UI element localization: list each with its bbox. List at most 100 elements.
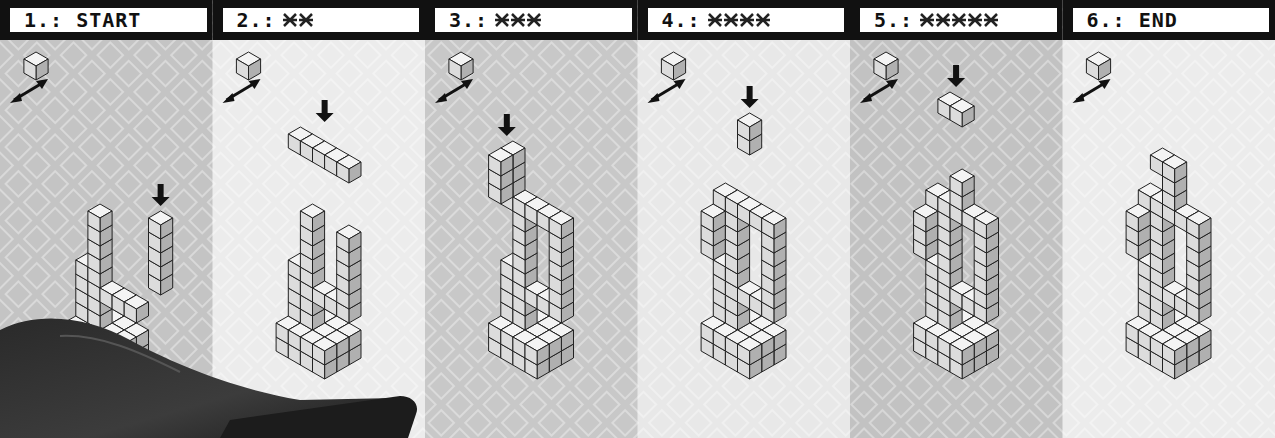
cube-face (762, 337, 774, 358)
icon-arrow (860, 93, 872, 103)
drop-arrow (747, 86, 753, 100)
cube-face (1199, 330, 1211, 351)
drop-arrow (152, 197, 170, 206)
cube-face (950, 176, 962, 197)
panel-pattern (425, 0, 639, 438)
cube-face (1086, 59, 1098, 80)
block-structure (914, 169, 999, 379)
header-band (213, 0, 427, 40)
cube-face (276, 323, 288, 344)
drop-arrow (498, 127, 516, 136)
cube-face (537, 344, 549, 365)
falling-piece (738, 113, 762, 155)
drop-arrow (504, 114, 510, 128)
cube-face (1150, 197, 1162, 218)
cube-face (525, 344, 537, 365)
cube-face (325, 344, 337, 365)
drop-arrow (322, 100, 328, 114)
step-symbol (968, 14, 982, 26)
cube-face (461, 59, 473, 80)
cube-face (24, 59, 36, 80)
step-header: 1.: START (8, 6, 209, 34)
cube-face (1175, 162, 1187, 183)
cube-face (701, 211, 713, 232)
rotate-icon (648, 52, 686, 103)
cube-face (1199, 218, 1211, 239)
step-symbols (282, 12, 314, 28)
cube-face (938, 337, 950, 358)
cube-face (100, 288, 112, 309)
cube-face (325, 295, 337, 316)
icon-arrow (1073, 93, 1085, 103)
cube-face (750, 120, 762, 141)
cube-face (513, 337, 525, 358)
step-symbol (936, 14, 950, 26)
step-header: 5.: (858, 6, 1059, 34)
cube-face (713, 190, 725, 211)
icon-arrow (435, 93, 447, 103)
step-symbol (920, 14, 934, 26)
step-label: 6.: END (1087, 8, 1178, 32)
cube-face (962, 176, 974, 197)
step-label: 1.: START (24, 8, 141, 32)
cube-face (501, 330, 513, 351)
panel-ground (850, 0, 1064, 438)
cube-face (962, 295, 974, 316)
cube-face (938, 197, 950, 218)
hand-photo (0, 319, 417, 438)
cube-face (1163, 344, 1175, 365)
step-header: 3.: (433, 6, 634, 34)
cube-face (926, 190, 938, 211)
step-symbols (707, 12, 771, 28)
icon-arrow (249, 79, 261, 89)
cube-face (950, 344, 962, 365)
cube-face (738, 288, 750, 309)
cube-face (774, 218, 786, 239)
cube-face (713, 260, 725, 281)
cube-face (1126, 211, 1138, 232)
cube-face (1099, 59, 1111, 80)
step-symbol (756, 14, 770, 26)
cube-face (738, 204, 750, 225)
cube-face (149, 218, 161, 239)
header-band (850, 0, 1064, 40)
cube-face (1150, 337, 1162, 358)
block-structure (701, 183, 786, 379)
cube-face (501, 260, 513, 281)
rotate-icon (10, 52, 48, 103)
cube-face (288, 330, 300, 351)
header-band (425, 0, 639, 40)
cube-face (300, 141, 312, 162)
cube-face (1163, 162, 1175, 183)
icon-arrow (10, 93, 22, 103)
cube-face (725, 197, 737, 218)
cube-face (762, 218, 774, 239)
cube-face (974, 218, 986, 239)
step-label: 5.: (874, 8, 913, 32)
step-label: 4.: (662, 8, 701, 32)
panel-pattern (1063, 0, 1275, 438)
panel-ground (213, 0, 427, 438)
cube-face (674, 59, 686, 80)
cube-face (349, 162, 361, 183)
cube-face (1175, 211, 1187, 232)
cube-face (950, 288, 962, 309)
cube-face (1138, 330, 1150, 351)
drop-arrow (741, 99, 759, 108)
step-symbol (708, 14, 722, 26)
cube-face (738, 120, 750, 141)
drop-arrow (953, 65, 959, 79)
cube-face (886, 59, 898, 80)
cube-face (537, 211, 549, 232)
cube-face (337, 337, 349, 358)
falling-piece (489, 141, 525, 204)
cube-face (914, 323, 926, 344)
cube-face (525, 204, 537, 225)
step-symbols (919, 12, 999, 28)
step-symbol (740, 14, 754, 26)
step-symbols (494, 12, 542, 28)
cube-face (300, 211, 312, 232)
cube-face (1187, 337, 1199, 358)
cube-face (549, 337, 561, 358)
panel-pattern (638, 0, 852, 438)
